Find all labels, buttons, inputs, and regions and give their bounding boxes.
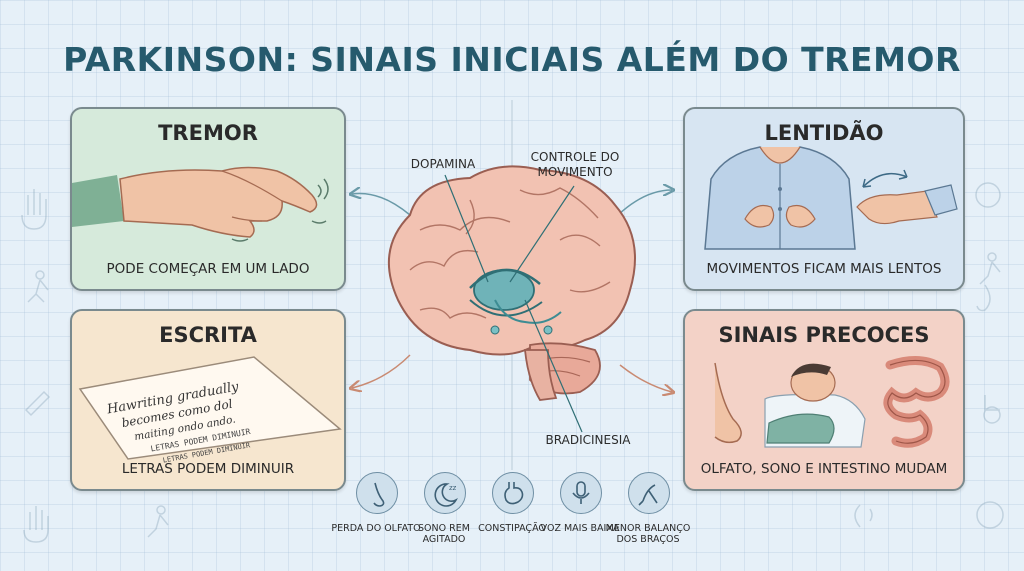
left-pencil-decor-icon [24,390,51,417]
svg-text:zz: zz [449,484,457,492]
icon-constipacao [492,472,534,514]
pointer-bradicinesia [524,299,583,433]
right-head2-decor-icon [976,501,1004,529]
right-wheelchair-decor-icon [984,395,1000,411]
sleep-moon-icon: zz [434,483,458,507]
bottom-runner-decor-icon [147,514,169,538]
nose-icon [373,482,385,507]
handwriting-paper-illustration: Hawriting gradually becomes como dol mai… [78,356,342,465]
panel-precoces-title: SINAIS PRECOCES [718,323,930,347]
panel-escrita-caption: LETRAS PODEM DIMINUIR [121,461,295,477]
arrow-to-tremor [352,193,411,216]
microphone-icon [572,481,590,504]
pointer-controle [509,185,575,283]
left-hand2-decor-icon [23,506,49,543]
icon-caption-2: CONSTIPAÇÃO [478,523,546,534]
stomach-icon [504,482,524,505]
icon-caption-3: VOZ MAIS BAIXA [540,523,620,534]
icon-caption-4: MENOR BALANÇO DOS BRAÇOS [605,523,691,546]
page-title: PARKINSON: SINAIS INICIAIS ALÉM DO TREMO… [63,40,961,79]
resting-hand-illustration [72,166,329,242]
icon-perda-do-olfato [356,472,398,514]
panel-lentidao-caption: MOVIMENTOS FICAM MAIS LENTOS [706,261,942,277]
arrow-to-precoces [619,364,672,392]
icon-sono-rem-agitado: zz [424,472,466,514]
icon-menor-balanco-dos-bracos [628,472,670,514]
brain-stem [524,349,558,401]
right-nose-decor-icon [976,284,991,312]
arm-swing-icon [638,484,658,506]
panel-tremor-title: TREMOR [158,121,258,145]
icon-caption-0: PERDA DO OLFATO [331,523,421,534]
icon-voz-mais-baixa [560,472,602,514]
left-hand-decor-icon [21,189,47,230]
arrow-to-lentidao [617,190,672,216]
nose-illustration [714,362,742,444]
label-dopamina: DOPAMINA [410,157,476,171]
panel-lentidao-title: LENTIDÃO [764,121,884,145]
label-bradicinesia: BRADICINESIA [545,433,631,447]
dopamine-pathway [494,299,562,324]
right-head-decor-icon [975,182,1001,208]
brain-cortex [387,165,636,356]
panel-sinais-precoces: SINAIS PRECOCES OLFATO, SONO E INTESTINO… [683,309,965,491]
panel-escrita: Hawriting gradually becomes como dol mai… [70,309,346,491]
left-runner-decor-icon [35,270,45,280]
buttoning-shirt-illustration [704,146,958,250]
panel-lentidao: LENTIDÃO MOVIMENTOS FICAM MAIS LENTOS [683,107,965,291]
bottom-face-decor-icon [854,504,873,528]
right-runner-decor-icon [987,252,997,262]
panel-tremor: TREMOR PODE COMEÇAR EM UM LADO [70,107,346,291]
panel-escrita-title: ESCRITA [159,323,257,347]
pointer-dopamina [444,174,489,283]
label-controle-do-movimento: CONTROLE DO MOVIMENTO [530,150,620,179]
panel-precoces-caption: OLFATO, SONO E INTESTINO MUDAM [700,461,948,477]
panel-tremor-caption: PODE COMEÇAR EM UM LADO [106,261,310,277]
arrow-to-escrita [352,354,411,388]
icon-caption-1: SONO REM AGITADO [418,523,470,546]
early-signs-illustration [714,356,950,448]
